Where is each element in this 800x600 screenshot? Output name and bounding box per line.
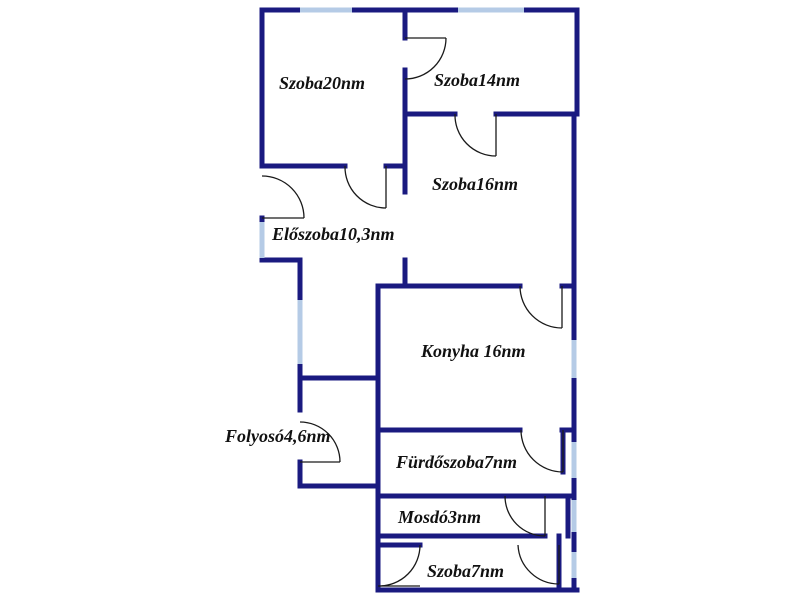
room-label-szoba20: Szoba20nm <box>279 73 365 93</box>
door-szoba7-inner <box>517 544 560 585</box>
folyoso-left-wall-low <box>297 459 381 489</box>
room-label-eloszoba: Előszoba10,3nm <box>271 224 395 244</box>
room-label-folyoso: Folyosó4,6nm <box>224 426 331 446</box>
windows <box>259 7 577 578</box>
room-label-szoba14: Szoba14nm <box>434 70 520 90</box>
door-szoba16 <box>454 113 497 157</box>
room-labels: Szoba20nm Szoba14nm Szoba16nm Előszoba10… <box>224 70 526 581</box>
door-szoba20 <box>344 165 387 209</box>
door-furdoszoba <box>520 429 564 473</box>
walls <box>259 7 580 593</box>
room-label-konyha: Konyha 16nm <box>420 341 526 361</box>
room-label-szoba16: Szoba16nm <box>432 174 518 194</box>
door-konyha <box>519 285 563 329</box>
room-label-mosdo: Mosdó3nm <box>397 507 481 527</box>
door-entrance <box>261 175 305 219</box>
door-mosdo <box>504 495 546 537</box>
room-label-furdoszoba: Fürdőszoba7nm <box>395 452 517 472</box>
door-szoba14 <box>404 37 447 80</box>
doors <box>261 37 564 587</box>
room-label-szoba7: Szoba7nm <box>427 561 504 581</box>
door-folyoso <box>299 421 341 463</box>
door-szoba7-outer <box>378 544 421 587</box>
